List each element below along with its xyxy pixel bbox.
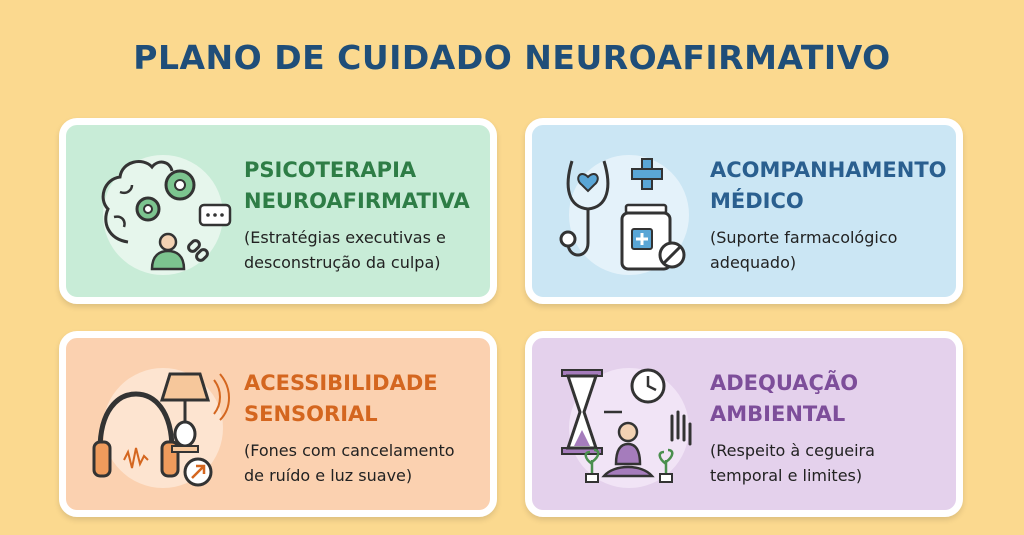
card-description: (Respeito à cegueira temporal e limites) [710, 441, 875, 485]
card-description: (Fones com cancelamento de ruído e luz s… [244, 441, 455, 485]
stethoscope-medicine-icon [554, 147, 704, 277]
card-description: (Estratégias executivas e desconstrução … [244, 228, 446, 272]
headphones-lamp-icon [88, 360, 238, 490]
card-title: ACESSIBILIDADE SENSORIAL [244, 371, 438, 426]
page-title: PLANO DE CUIDADO NEUROAFIRMATIVO [133, 38, 891, 77]
card-title: ADEQUAÇÃO AMBIENTAL [710, 371, 859, 426]
card-adequacao: ADEQUAÇÃO AMBIENTAL (Respeito à cegueira… [525, 331, 963, 517]
hourglass-meditation-icon [554, 360, 704, 490]
card-acessibilidade: ACESSIBILIDADE SENSORIAL (Fones com canc… [59, 331, 497, 517]
card-title: ACOMPANHAMENTO MÉDICO [710, 158, 947, 213]
card-psicoterapia: PSICOTERAPIA NEUROAFIRMATIVA (Estratégia… [59, 118, 497, 304]
card-title: PSICOTERAPIA NEUROAFIRMATIVA [244, 158, 470, 213]
card-description: (Suporte farmacológico adequado) [710, 228, 898, 272]
brain-gears-icon [88, 147, 238, 277]
card-acompanhamento: ACOMPANHAMENTO MÉDICO (Suporte farmacoló… [525, 118, 963, 304]
